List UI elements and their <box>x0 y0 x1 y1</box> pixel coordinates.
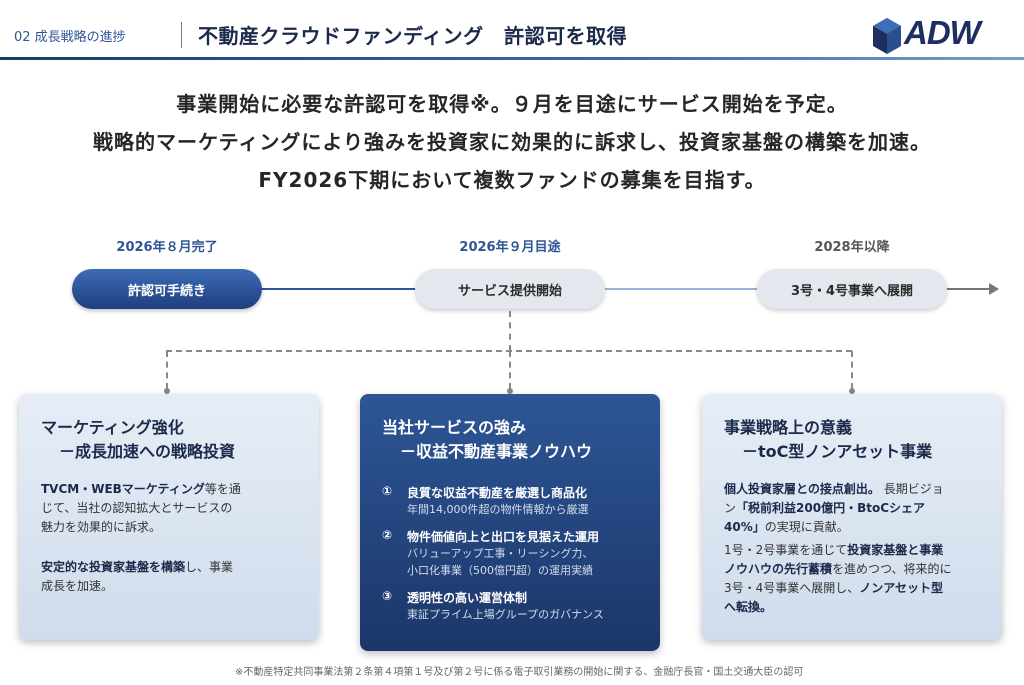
section-label: 02 成長戦略の進捗 <box>14 30 126 45</box>
card-marketing-subtitle: －成長加速への戦略投資 <box>59 442 236 461</box>
card-significance-subtitle: －toC型ノンアセット事業 <box>742 442 933 461</box>
footnote: ※不動産特定共同事業法第２条第４項第１号及び第２号に係る電子取引業務の開始に関す… <box>235 667 804 678</box>
timeline-date-1: 2026年８月完了 <box>116 240 218 255</box>
lead-line-3: FY2026下期において複数ファンドの募集を目指す。 <box>258 168 766 192</box>
card-significance-title: 事業戦略上の意義 <box>724 418 853 437</box>
card-marketing: マーケティング強化 －成長加速への戦略投資 TVCM・WEBマーケティング等を通… <box>19 394 319 640</box>
connector-right <box>851 351 853 389</box>
page-title: 不動産クラウドファンディング 許認可を取得 <box>198 24 628 48</box>
card-significance-para2-line4: へ転換。 <box>724 600 773 614</box>
header-divider <box>181 22 182 48</box>
card-marketing-para1-line3: 魅力を効果的に訴求。 <box>41 520 162 534</box>
card-marketing-para2-line1: 安定的な投資家基盤を構築し、事業 <box>41 560 234 574</box>
strength-2-detail-2: 小口化事業（500億円超）の運用実績 <box>407 564 593 577</box>
strength-1-number: ① <box>382 484 393 498</box>
arrow-right-icon <box>989 283 999 295</box>
milestone-expansion: 3号・4号事業へ展開 <box>757 269 947 309</box>
card-marketing-para1-line1: TVCM・WEBマーケティング等を通 <box>41 482 241 496</box>
milestone-permit: 許認可手続き <box>72 269 262 309</box>
card-significance-para2-line2: ノウハウの先行蓄積を進めつつ、将来的に <box>724 562 952 576</box>
logo-mark-icon <box>873 18 901 54</box>
timeline-line-future <box>925 288 991 290</box>
strength-3-number: ③ <box>382 589 393 603</box>
strength-2-number: ② <box>382 528 393 542</box>
milestone-service-launch: サービス提供開始 <box>415 269 605 309</box>
timeline-date-2: 2026年９月目途 <box>459 240 561 255</box>
card-significance-para1-line1: 個人投資家層との接点創出。 長期ビジョ <box>724 482 944 496</box>
connector-center <box>509 351 511 389</box>
card-significance-para1-line2: ン「税前利益200億円・BtoCシェア <box>724 501 925 515</box>
card-strengths-subtitle: －収益不動産事業ノウハウ <box>400 442 593 461</box>
timeline-date-3: 2028年以降 <box>814 240 890 255</box>
card-marketing-para1-line2: じて、当社の認知拡大とサービスの <box>41 501 233 515</box>
strength-3-heading: 透明性の高い運営体制 <box>407 591 528 605</box>
card-significance: 事業戦略上の意義 －toC型ノンアセット事業 個人投資家層との接点創出。 長期ビ… <box>702 394 1002 640</box>
lead-line-1: 事業開始に必要な許認可を取得※。９月を目途にサービス開始を予定。 <box>176 92 848 116</box>
connector-left <box>166 351 168 389</box>
card-significance-para1-line3: 40%」の実現に貢献。 <box>724 520 849 534</box>
strength-2-detail-1: バリューアップ工事・リーシング力、 <box>407 547 594 560</box>
timeline-line-done <box>215 288 425 290</box>
card-marketing-title: マーケティング強化 <box>41 418 184 437</box>
connector-dot-right <box>849 388 855 394</box>
strength-1-heading: 良質な収益不動産を厳選し商品化 <box>407 486 588 500</box>
connector-dot-center <box>507 388 513 394</box>
strength-3-detail: 東証プライム上場グループのガバナンス <box>407 608 604 621</box>
card-significance-para2-line1: 1号・2号事業を通じて投資家基盤と事業 <box>724 543 944 557</box>
strength-1-detail: 年間14,000件超の物件情報から厳選 <box>407 503 589 516</box>
card-significance-para2-line3: 3号・4号事業へ展開し、ノンアセット型 <box>724 581 944 595</box>
connector-vertical-main <box>509 311 511 351</box>
strength-2-heading: 物件価値向上と出口を見据えた運用 <box>407 530 600 544</box>
company-logo: ADW <box>904 14 981 51</box>
timeline-line-next <box>600 288 770 290</box>
card-strengths: 当社サービスの強み －収益不動産事業ノウハウ ① 良質な収益不動産を厳選し商品化… <box>360 394 660 651</box>
connector-dot-left <box>164 388 170 394</box>
lead-line-2: 戦略的マーケティングにより強みを投資家に効果的に訴求し、投資家基盤の構築を加速。 <box>93 130 931 154</box>
header-rule <box>0 57 1024 60</box>
card-strengths-title: 当社サービスの強み <box>382 418 527 437</box>
card-marketing-para2-line2: 成長を加速。 <box>41 579 114 593</box>
